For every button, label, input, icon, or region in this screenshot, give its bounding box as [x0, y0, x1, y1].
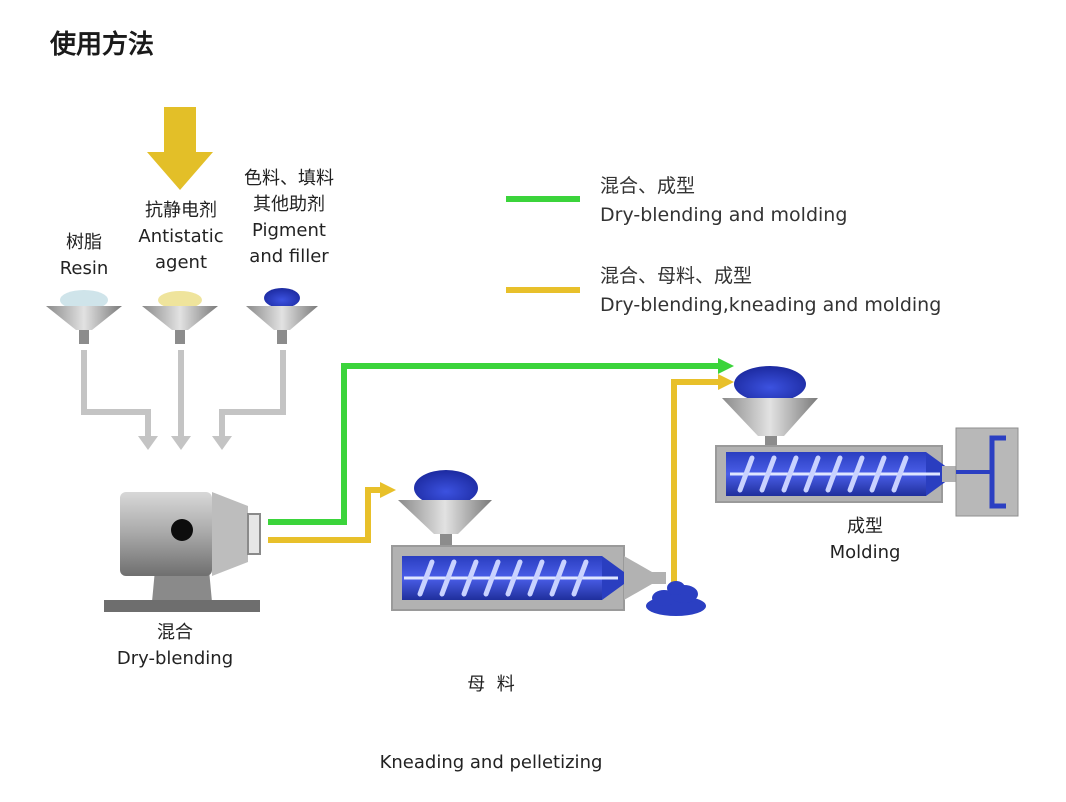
legend-yellow-zh: 混合、母料、成型 — [600, 265, 753, 287]
pigment-hopper — [246, 288, 318, 344]
antistatic-label-zh: 抗静电剂 — [145, 200, 217, 221]
yellow-path-line-1 — [268, 487, 382, 543]
yellow-path-arrowhead-1 — [380, 482, 396, 498]
antistatic-label-en2: agent — [155, 252, 207, 273]
pigment-label-en2: and filler — [249, 246, 329, 267]
feed-arrows — [81, 350, 286, 438]
kneading-label-en: Kneading and pelletizing — [379, 752, 603, 773]
antistatic-hopper — [142, 291, 218, 344]
pigment-label: 色料、填料 其他助剂 Pigment and filler — [230, 166, 348, 270]
legend-green-zh: 混合、成型 — [600, 175, 696, 197]
resin-label-en: Resin — [59, 258, 109, 279]
pigment-label-en1: Pigment — [252, 220, 326, 241]
antistatic-label: 抗静电剂 Antistatic agent — [126, 198, 236, 276]
yellow-path-line-2 — [671, 379, 720, 584]
kneading-extruder — [391, 470, 666, 611]
pigment-label-zh2: 其他助剂 — [253, 194, 325, 215]
molding-label-zh: 成型 — [847, 516, 883, 537]
molding-machine — [715, 366, 1019, 517]
molding-stage-label: 成型 Molding — [810, 514, 920, 566]
kneading-stage-label: 母 料 Kneading and pelletizing — [366, 620, 616, 802]
blending-drum — [104, 492, 261, 612]
kneading-label-zh: 母 料 — [467, 674, 515, 695]
legend-entry-yellow: 混合、母料、成型 Dry-blending,kneading and moldi… — [600, 262, 941, 320]
legend-green-en: Dry-blending and molding — [600, 204, 848, 226]
pellet-pile — [646, 581, 706, 616]
antistatic-label-en1: Antistatic — [138, 226, 224, 247]
process-diagram — [46, 107, 1019, 616]
molding-label-en: Molding — [829, 542, 901, 563]
pigment-label-zh1: 色料、填料 — [244, 168, 334, 189]
input-arrow — [147, 107, 213, 190]
blending-stage-label: 混合 Dry-blending — [100, 620, 250, 672]
page-title: 使用方法 — [50, 30, 155, 60]
green-path-line — [268, 363, 720, 525]
yellow-path-arrowhead-2 — [718, 374, 734, 390]
resin-label-zh: 树脂 — [66, 232, 102, 253]
blending-label-en: Dry-blending — [116, 648, 234, 669]
legend-yellow-en: Dry-blending,kneading and molding — [600, 294, 942, 316]
resin-label: 树脂 Resin — [44, 230, 124, 282]
feed-arrowheads — [138, 436, 232, 450]
resin-hopper — [46, 290, 122, 344]
legend-entry-green: 混合、成型 Dry-blending and molding — [600, 172, 847, 230]
green-path-arrowhead — [718, 358, 734, 374]
blending-label-zh: 混合 — [157, 622, 193, 643]
